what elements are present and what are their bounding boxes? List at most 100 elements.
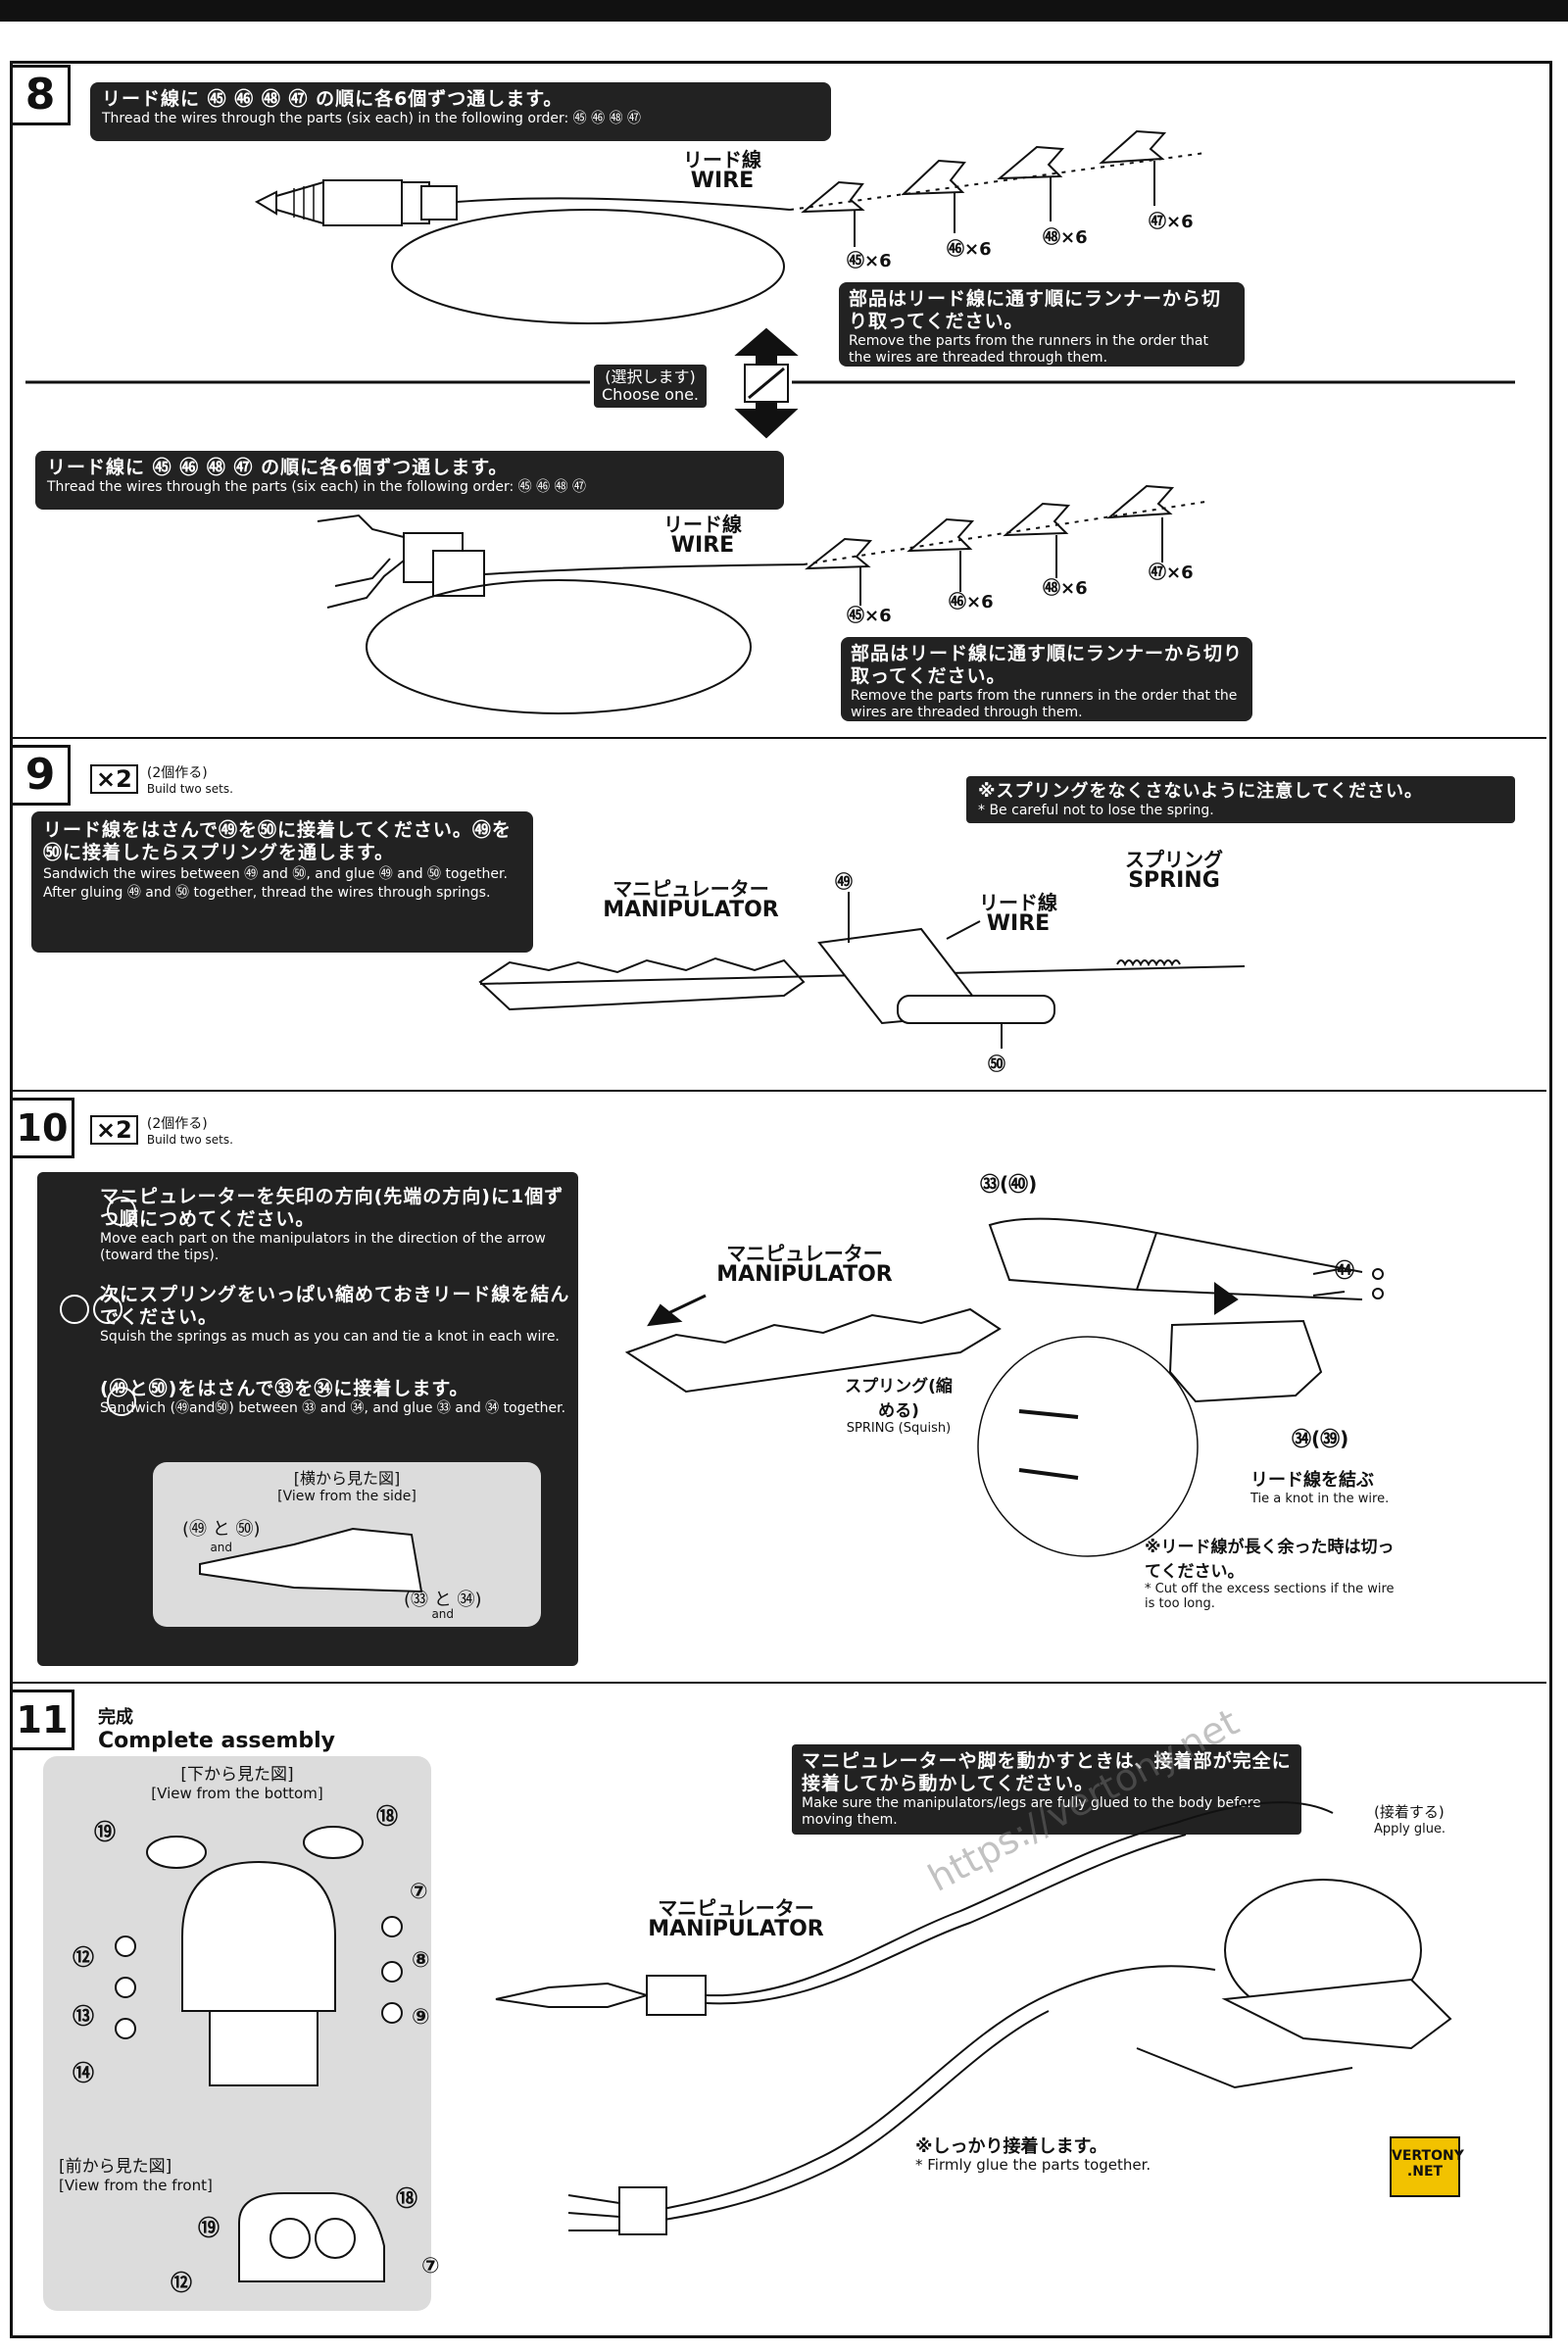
- manipulator-en: MANIPULATOR: [648, 1917, 824, 1941]
- caution-en: * Be careful not to lose the spring.: [978, 803, 1214, 818]
- wire-ja: リード線: [979, 891, 1057, 914]
- choose-en: Choose one.: [602, 385, 700, 404]
- manipulator-label: マニピュレーター MANIPULATOR: [623, 1897, 849, 1940]
- part-label: ㊻×6: [949, 592, 994, 612]
- build-two-sets: ×2 (2個作る) Build two sets.: [90, 1113, 233, 1147]
- part-label: ㊼×6: [1149, 212, 1194, 232]
- substep-ja: (㊾と㊿)をはさんで㉝を㉞に接着します。: [100, 1378, 469, 1399]
- manipulator-en: MANIPULATOR: [603, 898, 779, 922]
- manipulator-ja: マニピュレーター: [658, 1896, 814, 1920]
- part-label: ⑲: [198, 2217, 220, 2241]
- part-label: ⑫: [73, 1946, 95, 1971]
- wire-label: リード線 WIRE: [955, 892, 1082, 935]
- part-label: ⑨: [412, 2005, 430, 2030]
- manipulator-ja: マニピュレーター: [612, 877, 769, 901]
- bottom-view-ja: [下から見た図]: [180, 1765, 294, 1785]
- instruction-ja: リード線をはさんで㊾を㊿に接着してください。㊾を㊿に接着したらスプリングを通しま…: [43, 819, 512, 863]
- part-label: ⑦: [421, 2254, 440, 2278]
- step8-instruction: リード線に ㊺ ㊻ ㊽ ㊼ の順に各6個ずつ通します。 Thread the w…: [90, 82, 831, 141]
- bottom-view-en: [View from the bottom]: [151, 1785, 323, 1802]
- caution-ja: ※スプリングをなくさないように注意してください。: [978, 781, 1424, 802]
- step9-instruction: リード線をはさんで㊾を㊿に接着してください。㊾を㊿に接着したらスプリングを通しま…: [31, 811, 533, 953]
- substep-1: マニピュレーターを矢印の方向(先端の方向)に1個ずつ順につめてください。 Mov…: [100, 1186, 570, 1264]
- part-label: ⑧: [412, 1948, 430, 1973]
- substep-en: Squish the springs as much as you can an…: [100, 1329, 560, 1345]
- spring-en: SPRING (Squish): [846, 1421, 952, 1436]
- part-label: ㉝(㊵): [980, 1172, 1038, 1196]
- step-number: 10: [10, 1098, 74, 1158]
- part-label: ㊾: [835, 872, 853, 893]
- choose-one-badge: (選択します) Choose one.: [594, 365, 708, 408]
- cut-note: ※リード線が長く余った時は切ってください。 * Cut off the exce…: [1145, 1533, 1399, 1611]
- part-label: ㊽×6: [1043, 227, 1088, 248]
- front-view-en: [View from the front]: [59, 2177, 213, 2194]
- part-label: ㊼×6: [1149, 563, 1194, 583]
- manipulator-label: マニピュレーター MANIPULATOR: [692, 1243, 917, 1286]
- part-label: ⑭: [73, 2062, 95, 2086]
- front-view-ja: [前から見た図]: [59, 2157, 172, 2177]
- manipulator-ja: マニピュレーター: [726, 1242, 883, 1265]
- instruction-ja: リード線に ㊺ ㊻ ㊽ ㊼ の順に各6個ずつ通します。: [47, 457, 509, 478]
- page-frame: [10, 61, 1552, 2338]
- spring-squish-label: スプリング(縮める) SPRING (Squish): [845, 1372, 953, 1436]
- firm-glue-note: ※しっかり接着します。 * Firmly glue the parts toge…: [915, 2132, 1151, 2173]
- sets-ja: (2個作る): [146, 765, 208, 781]
- glue-en: Apply glue.: [1374, 1822, 1446, 1837]
- choose-ja: (選択します): [605, 368, 696, 386]
- step10-instruction-panel: マニピュレーターを矢印の方向(先端の方向)に1個ずつ順につめてください。 Mov…: [37, 1172, 578, 1666]
- substep-en: Sandwich (㊾and㊿) between ㉝ and ㉞, and gl…: [100, 1400, 566, 1416]
- runner-note-en: Remove the parts from the runners in the…: [849, 333, 1208, 366]
- part-label: ㊿: [988, 1054, 1005, 1075]
- part-label: ⑦: [410, 1880, 428, 1904]
- part-label: ㊽×6: [1043, 578, 1088, 599]
- badge-line: VERTONY: [1392, 2148, 1464, 2164]
- side-label-a-text: (㊾ と ㊿): [182, 1519, 261, 1540]
- wire-label-ja: リード線: [663, 513, 742, 536]
- instruction-en: Thread the wires through the parts (six …: [102, 111, 641, 126]
- sets-en: Build two sets.: [146, 782, 233, 796]
- manipulator-en: MANIPULATOR: [716, 1262, 893, 1287]
- step-number: 9: [10, 745, 71, 806]
- side-view-ja: [横から見た図]: [293, 1469, 401, 1488]
- substep-ja: マニピュレーターを矢印の方向(先端の方向)に1個ずつ順につめてください。: [100, 1186, 564, 1230]
- substep-ja: 次にスプリングをいっぱい縮めておきリード線を結んでください。: [100, 1284, 570, 1328]
- runner-note: 部品はリード線に通す順にランナーから切り取ってください。 Remove the …: [841, 637, 1252, 721]
- instruction-en: Thread the wires through the parts (six …: [47, 479, 586, 495]
- part-label: ⑱: [376, 1805, 399, 1830]
- spring-ja: スプリング: [1125, 848, 1223, 871]
- instruction-ja: リード線に ㊺ ㊻ ㊽ ㊼ の順に各6個ずつ通します。: [102, 88, 564, 110]
- firm-ja: ※しっかり接着します。: [915, 2136, 1107, 2157]
- title-en: Complete assembly: [98, 1729, 335, 1753]
- runner-note-ja: 部品はリード線に通す順にランナーから切り取ってください。: [849, 288, 1222, 332]
- substep-en: Move each part on the manipulators in th…: [100, 1231, 546, 1263]
- instruction-en: Sandwich the wires between ㊾ and ㊿, and …: [43, 866, 508, 882]
- badge-line: .NET: [1406, 2164, 1444, 2180]
- cut-en: * Cut off the excess sections if the wir…: [1145, 1582, 1395, 1611]
- knot-ja: リード線を結ぶ: [1250, 1470, 1374, 1491]
- runner-note: 部品はリード線に通す順にランナーから切り取ってください。 Remove the …: [839, 282, 1245, 367]
- divider-step9: [10, 737, 1546, 739]
- divider-step11: [10, 1682, 1546, 1684]
- wire-label: リード線 WIRE: [639, 514, 766, 557]
- side-view-box: [横から見た図] [View from the side] (㊾ と ㊿) an…: [153, 1462, 541, 1627]
- part-label: ㊺×6: [847, 251, 892, 271]
- part-label: ㊺×6: [847, 606, 892, 626]
- sets-ja: (2個作る): [146, 1116, 208, 1132]
- side-label-b-text: (㉝ と ㉞): [404, 1590, 482, 1610]
- front-view-title: [前から見た図] [View from the front]: [59, 2158, 213, 2195]
- side-label-a: (㊾ と ㊿) and: [182, 1515, 261, 1554]
- step8-alt-instruction: リード線に ㊺ ㊻ ㊽ ㊼ の順に各6個ずつ通します。 Thread the w…: [35, 451, 784, 510]
- wire-label: リード線 WIRE: [659, 149, 786, 192]
- spring-ja: スプリング(縮める): [845, 1377, 953, 1421]
- part-label: ⑲: [94, 1821, 117, 1845]
- part-label: ㊹: [1335, 1258, 1354, 1282]
- glue-ja: (接着する): [1374, 1803, 1445, 1821]
- knot-en: Tie a knot in the wire.: [1250, 1492, 1390, 1506]
- substep-4: (㊾と㊿)をはさんで㉝を㉞に接着します。 Sandwich (㊾and㊿) be…: [100, 1378, 570, 1417]
- x2-icon: ×2: [90, 764, 138, 794]
- part-label: ⑬: [73, 2005, 95, 2030]
- instruction-en: After gluing ㊾ and ㊿ together, thread th…: [43, 885, 491, 901]
- part-label: ⑫: [171, 2272, 193, 2296]
- side-label-b-and: and: [431, 1607, 455, 1621]
